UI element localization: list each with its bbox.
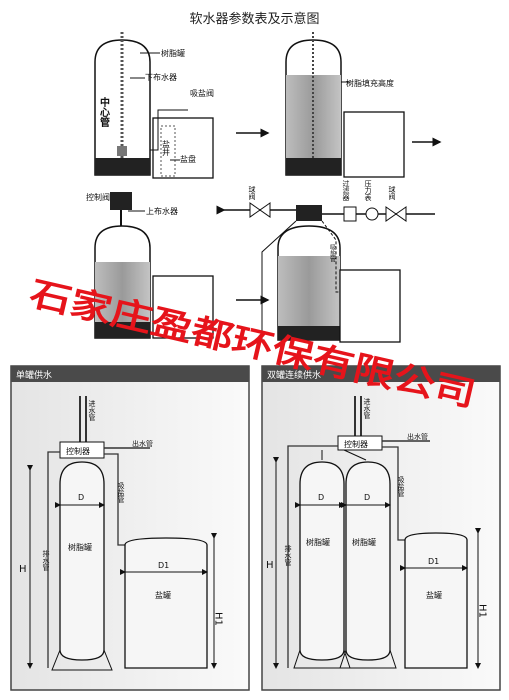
- step4-gravel: [278, 326, 340, 340]
- panel-double: 双罐连续供水 进水管 控制器 出水管 排水管 吸盐管 D D 树脂罐 树脂罐 H…: [261, 365, 501, 691]
- panel-single-D1: D1: [158, 561, 169, 570]
- panel-single-salt-tank: [124, 537, 208, 669]
- step3-gravel: [95, 322, 150, 338]
- step4-pressure-gauge: [365, 207, 379, 221]
- step1-brine-valve-label: 吸盐阀: [190, 88, 214, 98]
- step2-gravel: [286, 158, 341, 175]
- panel-single-D: D: [78, 493, 84, 502]
- step1-salt-tray-label: 盐盘: [180, 154, 196, 164]
- panel-single: 单罐供水 进水管 控制器 出水管 排水管 吸盐管 D 树脂罐 H D1 盐罐 H…: [10, 365, 250, 691]
- step3-upper-distributor-label: 上布水器: [146, 206, 178, 216]
- step4-ball-valve-2: [385, 206, 397, 222]
- step4-filter: [343, 206, 357, 222]
- panel-double-D1: D1: [428, 557, 439, 566]
- panel-double-salt-tank: [404, 532, 468, 669]
- step3-valve: [110, 192, 132, 210]
- step1-group: 中心管 树脂罐 下布水器 吸盐阀 盐井 盐盘: [94, 32, 270, 179]
- panel-double-tank-right: [345, 461, 391, 661]
- step3-group: 控制阀 上布水器: [86, 192, 270, 339]
- step2-fill-height-label: 树脂填充高度: [346, 78, 394, 88]
- panel-double-H1: H1: [477, 604, 488, 618]
- panel-single-controller-label: 控制器: [66, 446, 90, 456]
- step1-gravel: [95, 158, 150, 175]
- step2-salt-box: [343, 111, 405, 178]
- step4-group: 球阀 过滤器 压力表 球阀 吸盐管: [216, 179, 435, 343]
- step4-salt-box: [339, 269, 401, 343]
- panel-double-controller-label: 控制器: [344, 439, 368, 449]
- panel-single-titlebar: [11, 366, 249, 382]
- step1-lower-distributor: [117, 146, 127, 156]
- panel-double-inlet-label: 进水管: [363, 398, 371, 420]
- step4-pressure-gauge-label: 压力表: [364, 180, 372, 202]
- panel-single-H: H: [19, 564, 27, 575]
- panel-double-controller: [337, 435, 383, 451]
- step4-ball-valve-1-label: 球阀: [248, 185, 256, 201]
- panel-single-controller: [59, 441, 105, 459]
- step1-tank-label: 树脂罐: [161, 48, 185, 58]
- step4-ball-valve-2-label: 球阀: [388, 185, 396, 201]
- step2-group: 树脂填充高度: [285, 32, 442, 178]
- panel-single-brine-label: 吸盐管: [117, 482, 125, 504]
- panel-double-D-left: D: [318, 493, 324, 502]
- step1-salt-well-label: 盐井: [162, 139, 171, 157]
- step4-pipe-label: 吸盐管: [329, 244, 336, 263]
- step3-resin: [95, 262, 150, 322]
- panel-double-titlebar: [262, 366, 500, 382]
- step4-resin: [278, 256, 340, 326]
- step4-brine-line: [321, 220, 353, 342]
- diagram-title: 软水器参数表及示意图: [189, 12, 320, 27]
- step3-valve-label: 控制阀: [86, 192, 110, 202]
- panel-single-drain-label: 排水管: [42, 549, 50, 572]
- step1-distributor-label: 下布水器: [145, 72, 177, 82]
- panel-double-tank-left: [299, 461, 345, 661]
- panel-single-H1: H1: [213, 612, 224, 626]
- panel-single-tank: [59, 461, 105, 661]
- panel-double-D-right: D: [364, 493, 370, 502]
- panel-double-tank-right-label: 树脂罐: [352, 537, 376, 547]
- panel-double-title: 双罐连续供水: [267, 369, 321, 381]
- step1-brine-line: [150, 109, 188, 151]
- step3-salt-box: [152, 275, 214, 339]
- panel-single-inlet-label: 进水管: [88, 400, 96, 422]
- step4-filter-label: 过滤器: [342, 179, 350, 202]
- step1-center-pipe-label: 中心管: [98, 96, 110, 128]
- panel-single-tank-label: 树脂罐: [68, 542, 92, 552]
- panel-double-drain-label: 排水管: [284, 544, 292, 567]
- panel-single-salt-tank-label: 盐罐: [155, 590, 171, 600]
- step4-drain-line: [261, 220, 297, 342]
- panel-single-outlet-label: 出水管: [132, 439, 153, 448]
- panel-double-tank-left-label: 树脂罐: [306, 537, 330, 547]
- step1-salt-box: [152, 117, 214, 179]
- panel-single-title: 单罐供水: [16, 369, 52, 381]
- step4-ball-valve-1: [249, 202, 261, 218]
- panel-double-H: H: [266, 560, 274, 571]
- panel-double-brine-label: 吸盐管: [397, 476, 405, 498]
- panel-double-salt-tank-label: 盐罐: [426, 590, 442, 600]
- panel-double-outlet-label: 出水管: [407, 432, 428, 441]
- step4-valve-head: [296, 205, 322, 221]
